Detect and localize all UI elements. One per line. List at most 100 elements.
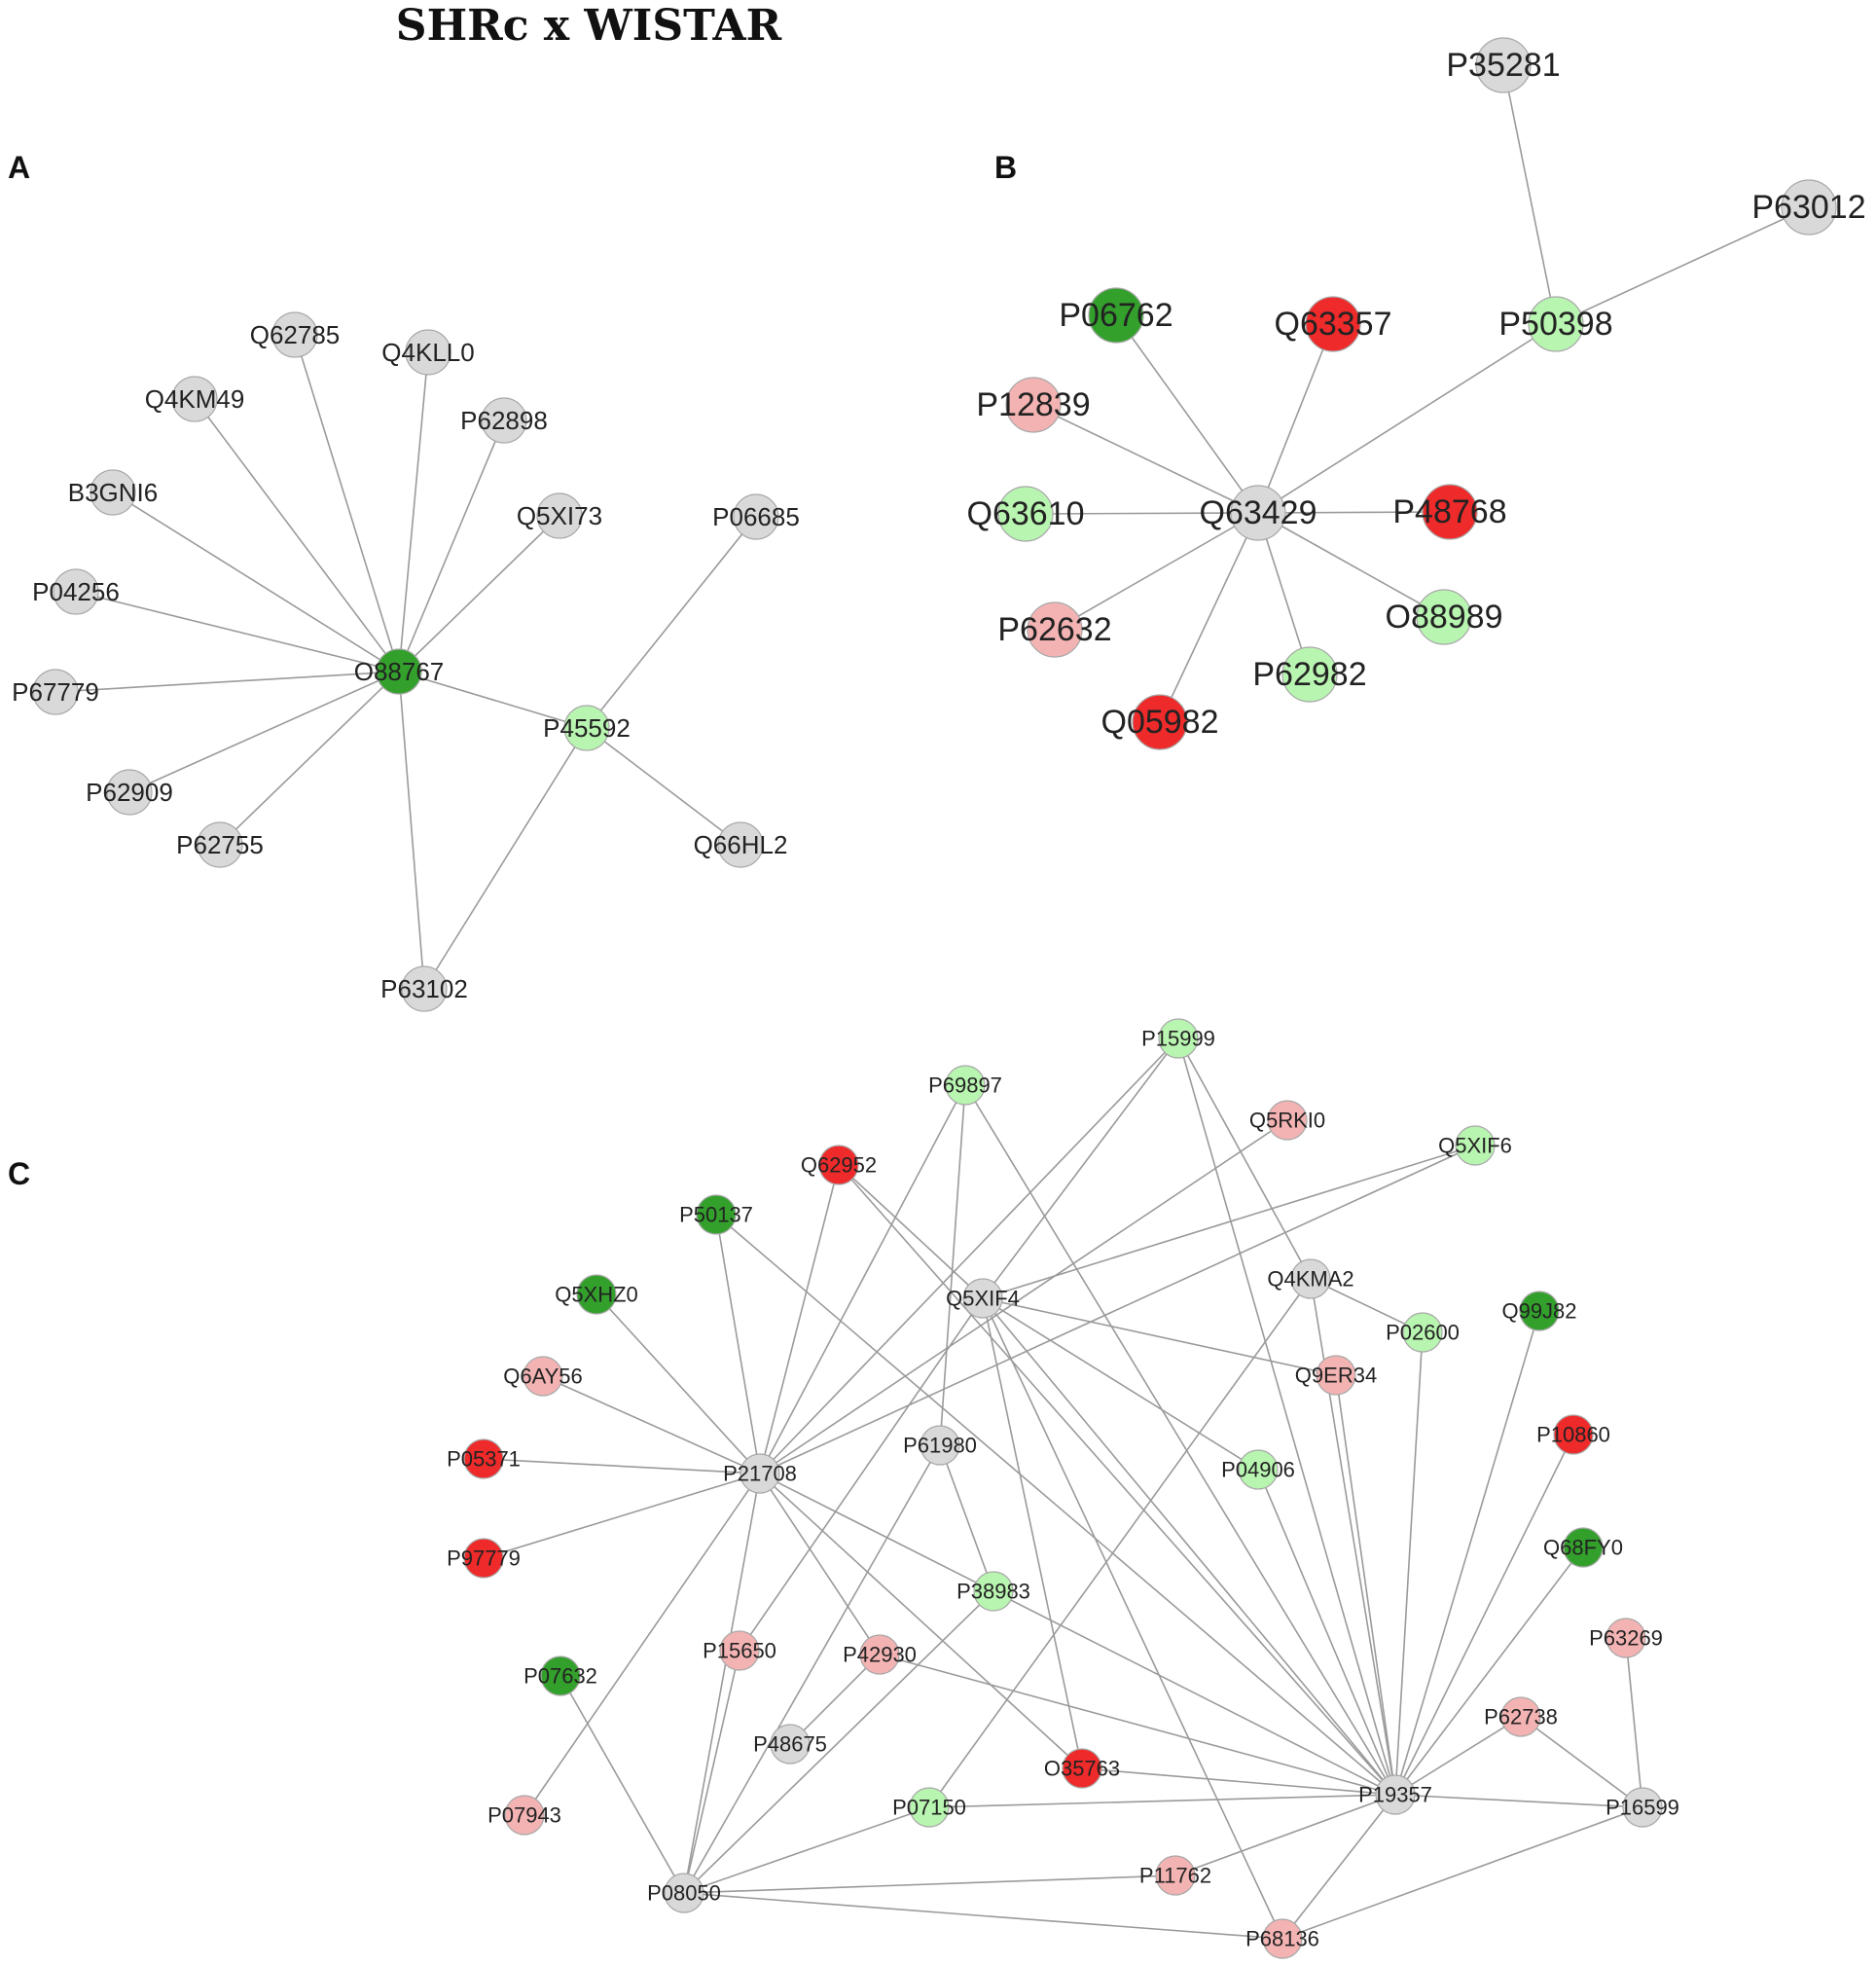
panel-a-node-label-p62898: P62898 <box>460 406 548 435</box>
panel-c-node-p48675 <box>770 1724 811 1765</box>
panel-b-edge-q63429-p48768 <box>1257 511 1451 514</box>
panel-c-node-label-q5rki0: Q5RKI0 <box>1249 1109 1325 1133</box>
panel-c-edge-p21708-q62952 <box>759 1164 840 1474</box>
panel-a-edge-o88767-q62785 <box>294 334 400 673</box>
panel-b-node-p62632 <box>1027 601 1083 658</box>
panel-c-node-label-p68136: P68136 <box>1245 1927 1319 1951</box>
panel-c-node-label-p38983: P38983 <box>956 1580 1030 1604</box>
panel-c-edge-p19357-p50137 <box>715 1214 1396 1796</box>
panel-c-node-label-q5xif4: Q5XIF4 <box>946 1287 1020 1311</box>
panel-c-edge-p16599-p68136 <box>1281 1806 1643 1940</box>
panel-c-edge-p21708-q5rki0 <box>759 1119 1288 1474</box>
panel-c-edge-p19357-p11762 <box>1174 1794 1396 1876</box>
panel-c-edge-p16599-p63269 <box>1625 1637 1643 1808</box>
panel-c-edge-p19357-p10860 <box>1394 1434 1574 1796</box>
panel-c-edge-p21708-p69897 <box>759 1084 966 1474</box>
panel-b-edge-q63429-q63610 <box>1025 512 1259 515</box>
panel-b-node-label-p48768: P48768 <box>1392 493 1506 530</box>
panel-c-node-label-p48675: P48675 <box>753 1732 827 1757</box>
figure-title: SHRc x WISTAR <box>395 1 782 51</box>
panel-a-node-label-p67779: P67779 <box>12 677 99 707</box>
panel-c-node-label-q9er34: Q9ER34 <box>1295 1364 1377 1388</box>
panel-a-node-q62785 <box>271 311 318 358</box>
panel-b-node-label-p06762: P06762 <box>1059 297 1172 334</box>
panel-b-edges <box>1025 64 1810 723</box>
panel-a-node-b3gni6 <box>90 469 136 516</box>
panel-a-node-label-o88767: O88767 <box>354 657 445 686</box>
panel-a-edge-o88767-q5xi73 <box>398 515 560 673</box>
panel-c-node-label-o35763: O35763 <box>1044 1757 1120 1781</box>
panel-c-edge-p21708-q5xhz0 <box>595 1293 761 1474</box>
panel-b-node-label-q63429: Q63429 <box>1200 494 1317 531</box>
panel-c-edge-p19357-o35763 <box>1081 1767 1396 1796</box>
panel-c-node-label-p62738: P62738 <box>1484 1705 1558 1729</box>
panel-c-node-p38983 <box>973 1571 1014 1612</box>
panel-a-edge-o88767-p62909 <box>128 671 400 793</box>
panel-c-edge-p19357-q4kma2 <box>1310 1278 1396 1796</box>
panel-a-node-q4km49 <box>171 376 218 422</box>
panel-c-edge-p08050-p38983 <box>683 1590 994 1894</box>
panel-a-edge-o88767-p62898 <box>398 419 505 673</box>
panel-a-edge-o88767-p45592 <box>398 671 588 729</box>
panel-c-edge-q5xif4-p15999 <box>982 1037 1179 1299</box>
panel-c-edge-q5xif4-p68136 <box>982 1297 1283 1940</box>
panel-b-edge-q63429-p50398 <box>1257 323 1557 514</box>
panel-c-node-p02600 <box>1402 1312 1443 1353</box>
panel-c-edge-p16599-p62738 <box>1520 1716 1643 1808</box>
panel-c-node-p97779 <box>463 1538 504 1579</box>
panel-c-edge-p19357-p42930 <box>879 1654 1396 1796</box>
panel-b-node-p12839 <box>1005 377 1062 433</box>
panel-a-node-p04256 <box>53 568 99 615</box>
panel-c-edge-q5xif4-p04906 <box>982 1297 1259 1471</box>
panel-c-node-o35763 <box>1062 1748 1102 1789</box>
panel-a-node-label-q5xi73: Q5XI73 <box>517 501 602 530</box>
panel-c-node-label-p42930: P42930 <box>843 1643 917 1667</box>
panel-c-edge-p42930-p48675 <box>789 1654 881 1745</box>
panel-a-edge-p45592-q66hl2 <box>586 727 741 846</box>
panel-c-edge-q5xif4-q5xif6 <box>982 1145 1476 1299</box>
panel-c-edge-p19357-p07150 <box>928 1794 1396 1808</box>
panel-c-node-label-p11762: P11762 <box>1139 1864 1211 1888</box>
panel-c-node-label-q5xhz0: Q5XHZ0 <box>555 1283 638 1307</box>
panel-b-node-label-p62632: P62632 <box>997 611 1111 648</box>
panel-c-node-label-p04906: P04906 <box>1221 1458 1295 1482</box>
panel-a-edges <box>54 334 757 990</box>
panel-b-node-p63012 <box>1781 179 1837 236</box>
panel-c-edge-q5xif4-q62952 <box>838 1164 984 1299</box>
panel-a-node-label-p62909: P62909 <box>86 778 173 807</box>
panel-c-edge-q4kma2-p02600 <box>1310 1278 1424 1333</box>
panel-b-node-label-p50398: P50398 <box>1498 306 1612 343</box>
panel-b-node-p35281 <box>1475 37 1532 93</box>
panel-c-edge-p19357-p16599 <box>1394 1794 1643 1808</box>
panel-c-node-label-q62952: Q62952 <box>801 1153 877 1178</box>
panel-c-node-label-p07943: P07943 <box>487 1803 561 1828</box>
panel-c-edge-p21708-o35763 <box>759 1473 1083 1769</box>
panel-b-node-q63429 <box>1230 485 1286 541</box>
panel-c-edge-p21708-q6ay56 <box>542 1375 761 1474</box>
panel-b-letter: B <box>994 150 1018 185</box>
panel-a-node-p62898 <box>481 397 527 444</box>
panel-c-node-label-p63269: P63269 <box>1589 1626 1663 1651</box>
panel-c-edge-p21708-p05371 <box>483 1458 761 1474</box>
panel-c-edge-p19357-q5xif4 <box>982 1297 1396 1796</box>
panel-c-node-p07943 <box>504 1795 545 1836</box>
panel-a-node-p67779 <box>32 669 79 715</box>
panel-b-edge-q63429-p62632 <box>1054 512 1259 631</box>
panel-c-node-label-p15999: P15999 <box>1141 1027 1215 1051</box>
panel-b-edge-q63429-q05982 <box>1159 512 1259 723</box>
panel-c-node-p07150 <box>909 1787 950 1828</box>
panel-c-edge-p08050-p07150 <box>683 1806 930 1894</box>
panel-a-node-label-p62755: P62755 <box>176 830 264 859</box>
panel-c-edge-q5xif4-q9er34 <box>982 1297 1337 1376</box>
panel-c-node-q5rki0 <box>1267 1100 1308 1141</box>
panel-b-node-label-o88989: O88989 <box>1386 599 1503 636</box>
panel-c-edge-p08050-p68136 <box>683 1892 1283 1940</box>
panel-a-node-p62755 <box>197 821 243 868</box>
panel-c-node-q62952 <box>818 1145 859 1185</box>
panel-a-node-label-p63102: P63102 <box>380 974 468 1003</box>
panel-c-node-label-p10860: P10860 <box>1536 1423 1610 1447</box>
panel-a-edge-o88767-p62755 <box>219 671 400 846</box>
panel-b-node-q63357 <box>1305 296 1361 352</box>
